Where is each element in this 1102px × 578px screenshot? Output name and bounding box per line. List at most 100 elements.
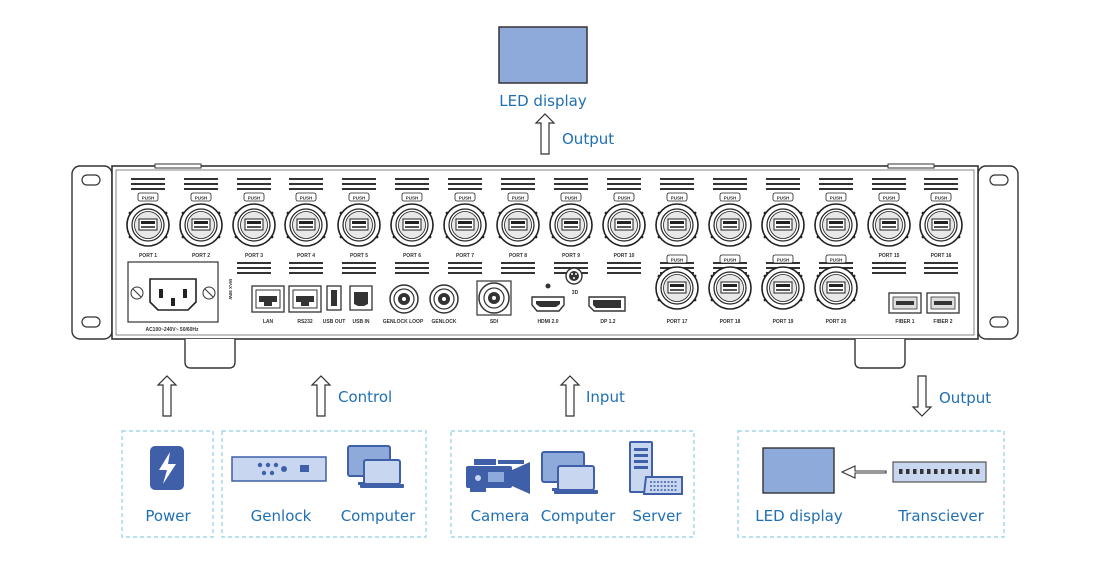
top-output-label: Output	[562, 130, 614, 148]
port-11: PUSH	[655, 178, 699, 274]
ethercon-port-icon	[284, 203, 328, 247]
input-computer-icon	[541, 451, 599, 495]
vent-slots	[448, 262, 482, 274]
hdmi-label: HDMI 2.0	[537, 319, 558, 325]
input-group-box	[450, 430, 695, 538]
transceiver-port	[927, 469, 931, 474]
port-label: PORT 7	[456, 253, 474, 259]
power-bolt-icon	[150, 446, 184, 490]
port-label: PORT 8	[509, 253, 527, 259]
output-group-box	[737, 430, 1005, 538]
vent-slots	[395, 178, 429, 190]
indicator-led	[545, 283, 551, 289]
top-led-display-label: LED display	[499, 92, 587, 110]
push-label: PUSH	[195, 196, 208, 201]
vent-slots	[289, 178, 323, 190]
rs232-port	[288, 285, 322, 313]
transceiver-port	[948, 469, 952, 474]
fiber1-label: FIBER 1	[895, 319, 914, 325]
vent-slots	[237, 178, 271, 190]
transceiver-port	[969, 469, 973, 474]
three-d-label: 3D	[572, 290, 579, 296]
fiber2-port	[926, 292, 960, 314]
usb-out-port	[326, 285, 342, 311]
push-label: PUSH	[777, 196, 790, 201]
vent-slots	[448, 178, 482, 190]
sdi-label: SDI	[490, 319, 499, 325]
transceiver-port	[962, 469, 966, 474]
ethercon-port-icon	[919, 203, 963, 247]
vent-slots	[924, 178, 958, 190]
vent-slots	[342, 262, 376, 274]
control-arrow-icon	[311, 375, 331, 417]
push-label: PUSH	[248, 196, 261, 201]
vent-slots	[819, 178, 853, 190]
ethercon-port-icon	[761, 203, 805, 247]
push-label: PUSH	[935, 196, 948, 201]
port-14: PUSH	[814, 178, 858, 274]
port-label: PORT 19	[773, 319, 794, 325]
usb-in-port	[349, 285, 373, 311]
ethercon-port-icon	[761, 266, 805, 310]
push-label: PUSH	[724, 258, 737, 263]
power-arrow-icon	[157, 375, 177, 417]
transceiver-to-display-arrow-icon	[840, 465, 887, 479]
dp-port	[588, 296, 626, 312]
port-7: PUSH PORT 7	[443, 178, 487, 274]
transceiver-port	[934, 469, 938, 474]
port-label: PORT 5	[350, 253, 368, 259]
output-display-label: LED display	[755, 507, 843, 525]
port-label: PORT 18	[720, 319, 741, 325]
vent-slots	[131, 178, 165, 190]
port-label: PORT 4	[297, 253, 315, 259]
input-label: Input	[586, 388, 625, 406]
push-label: PUSH	[777, 258, 790, 263]
lan-port	[251, 285, 285, 313]
port-label: PORT 20	[826, 319, 847, 325]
port-label: PORT 15	[879, 253, 900, 259]
port-16: PUSH PORT 16	[919, 178, 963, 274]
camera-label: Camera	[471, 507, 530, 525]
push-label: PUSH	[883, 196, 896, 201]
ethercon-port-icon	[232, 203, 276, 247]
output-label: Output	[939, 389, 991, 407]
ethercon-port-icon	[867, 203, 911, 247]
transceiver-port	[920, 469, 924, 474]
transceiver-port	[899, 469, 903, 474]
vent-slots	[607, 178, 641, 190]
power-rating-label: MAX 80W	[228, 279, 233, 300]
ethercon-port-icon	[814, 203, 858, 247]
genlock-loop-label: GENLOCK LOOP	[383, 319, 424, 325]
genlock-label: GENLOCK	[432, 319, 457, 325]
vent-slots	[342, 178, 376, 190]
ethercon-port-icon	[602, 203, 646, 247]
ethercon-port-icon	[390, 203, 434, 247]
output-led-display-screen	[762, 447, 835, 494]
push-label: PUSH	[142, 196, 155, 201]
vent-slots	[501, 262, 535, 274]
genlock-group-label: Genlock	[251, 507, 312, 525]
hdmi-port	[531, 296, 565, 312]
push-label: PUSH	[459, 196, 472, 201]
input-arrow-icon	[560, 375, 580, 417]
push-label: PUSH	[618, 196, 631, 201]
vent-slots	[872, 262, 906, 274]
ethercon-port-icon	[655, 203, 699, 247]
ethercon-port-icon	[443, 203, 487, 247]
lan-label: LAN	[263, 319, 274, 325]
vent-slots	[395, 262, 429, 274]
transceiver-port	[941, 469, 945, 474]
vent-slots	[501, 178, 535, 190]
port-label: PORT 16	[931, 253, 952, 259]
push-label: PUSH	[724, 196, 737, 201]
port-15: PUSH PORT 15	[867, 178, 911, 274]
top-output-arrow-icon	[535, 113, 555, 155]
